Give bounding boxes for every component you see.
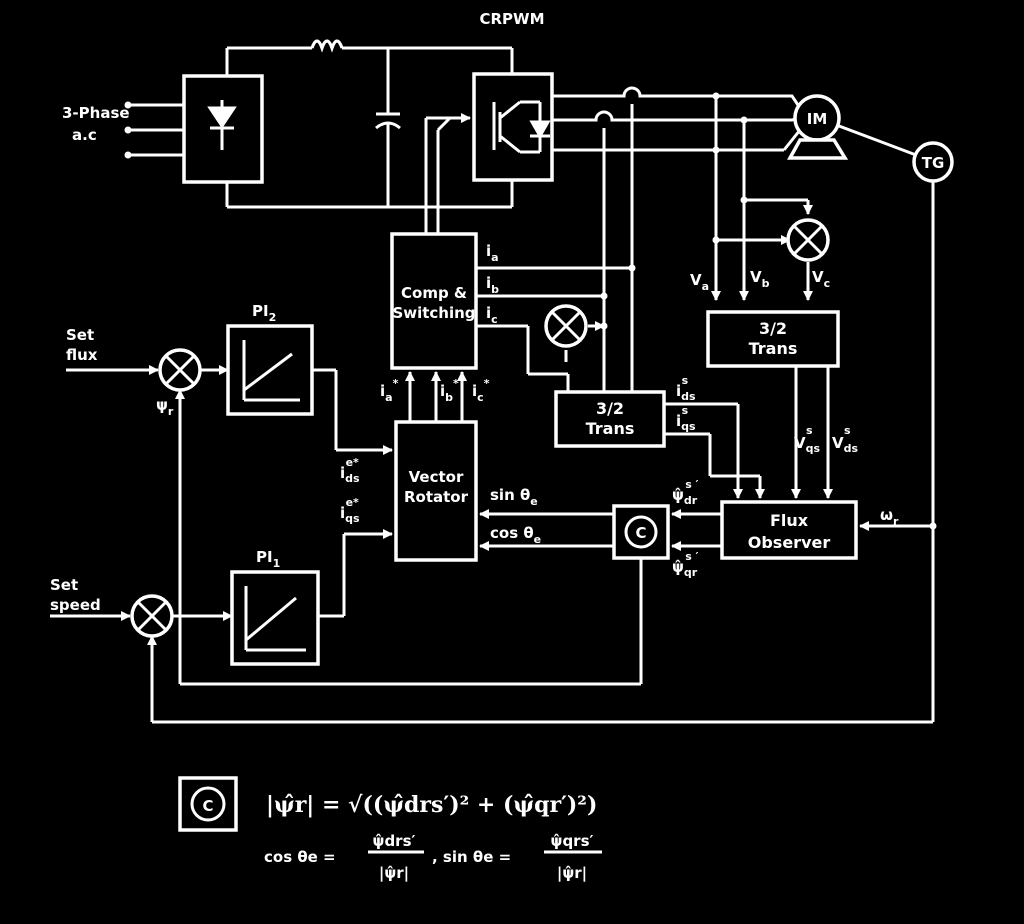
flux-line1: Flux xyxy=(770,511,809,530)
current-ref-lines xyxy=(405,371,467,422)
equation-cos-den: |ψ̂r| xyxy=(379,864,409,883)
ac-input-lines xyxy=(128,103,184,157)
set-flux-label-2: flux xyxy=(66,346,98,364)
flux-line2: Observer xyxy=(748,533,831,552)
diode-icon xyxy=(207,100,237,150)
pi1-ramp-icon xyxy=(244,586,306,652)
pi1-output-line xyxy=(318,529,393,618)
c-block-label: C xyxy=(635,524,646,542)
legend-c-symbol: C xyxy=(202,797,213,815)
pi2-ramp-icon xyxy=(242,340,300,402)
set-flux-label-1: Set xyxy=(66,326,94,344)
flux-summing-junction xyxy=(158,348,202,392)
dc-link xyxy=(225,39,514,209)
comp-line2: Switching xyxy=(392,304,475,322)
trans-voltage-line1: 3/2 xyxy=(759,319,787,338)
gate-signal-lines xyxy=(424,113,471,234)
trans-to-observer-lines xyxy=(664,366,833,499)
label-ia-ref: ia* xyxy=(380,377,399,404)
flux-observer-block xyxy=(720,500,858,560)
label-vqs: Vqss xyxy=(794,424,820,455)
flux-feedback-line xyxy=(175,389,643,686)
equation-psi-magnitude: |ψ̂r| = √((ψ̂drs′)² + (ψ̂qr′)²) xyxy=(266,792,597,818)
trans-current-line1: 3/2 xyxy=(596,399,624,418)
label-va: Va xyxy=(690,271,709,293)
speed-summing-junction xyxy=(130,594,174,638)
motor-base-icon xyxy=(787,138,849,160)
label-ic-ref: ic* xyxy=(472,377,490,404)
transistor-icon xyxy=(492,100,551,154)
source-label-2: a.c xyxy=(72,126,97,144)
vr-line1: Vector xyxy=(409,468,464,486)
comp-line1: Comp & xyxy=(401,284,467,302)
label-ib-ref: ib* xyxy=(440,377,459,404)
motor-tg-shaft xyxy=(838,124,917,157)
label-ids-e: idse* xyxy=(340,456,360,485)
pi2-label: PI2 xyxy=(252,302,276,324)
label-psi-r: ψr xyxy=(156,396,174,418)
comp-switching-block xyxy=(390,232,478,370)
label-iqs-e: iqse* xyxy=(340,496,360,525)
label-ic: ic xyxy=(486,304,498,326)
label-psi-dr: ψ̂drs ′ xyxy=(672,478,699,507)
source-label-1: 3-Phase xyxy=(62,104,130,122)
trans-voltage-line2: Trans xyxy=(749,339,798,358)
tacho-label: TG xyxy=(922,154,945,172)
vr-line2: Rotator xyxy=(404,488,469,506)
speed-feedback-line xyxy=(147,181,935,724)
vector-rotator-block xyxy=(394,420,478,562)
label-vds: Vdss xyxy=(832,424,858,455)
motor-label: IM xyxy=(807,110,828,128)
equation-cos-num: ψ̂drs′ xyxy=(373,832,416,850)
trans-current-line2: Trans xyxy=(586,419,635,438)
voltage-sense-lines xyxy=(711,96,813,301)
trans-block-current xyxy=(554,390,666,448)
label-vc: Vc xyxy=(812,268,830,290)
equation-cos-lhs: cos θe = xyxy=(264,848,336,866)
set-speed-label-2: speed xyxy=(50,596,101,614)
voltage-summing-junction xyxy=(786,218,830,262)
label-cos: cos θe xyxy=(490,524,541,546)
pi2-output-line xyxy=(312,368,393,455)
current-sense-lines xyxy=(467,104,634,392)
label-wr: ωr xyxy=(880,506,899,528)
motor-feed-lines xyxy=(552,86,802,152)
trans-block-voltage xyxy=(706,310,840,368)
title-crpwm: CRPWM xyxy=(479,10,544,28)
observer-to-c-lines xyxy=(479,509,722,551)
label-psi-qr: ψ̂qrs ′ xyxy=(672,550,699,579)
label-vb: Vb xyxy=(750,268,770,290)
set-speed-label-1: Set xyxy=(50,576,78,594)
pi1-label: PI1 xyxy=(256,548,280,570)
equation-sin-den: |ψ̂r| xyxy=(557,864,587,883)
label-ids-s: idss xyxy=(676,374,696,403)
label-iqs-s: iqss xyxy=(676,404,696,433)
equation-sin-lhs: , sin θe = xyxy=(432,848,511,866)
label-ib: ib xyxy=(486,274,499,296)
current-summing-junction xyxy=(544,304,588,348)
label-ia: ia xyxy=(486,242,499,264)
equation-sin-num: ψ̂qrs′ xyxy=(551,832,594,850)
label-sin: sin θe xyxy=(490,486,538,508)
dc-inductor-icon xyxy=(310,39,344,53)
